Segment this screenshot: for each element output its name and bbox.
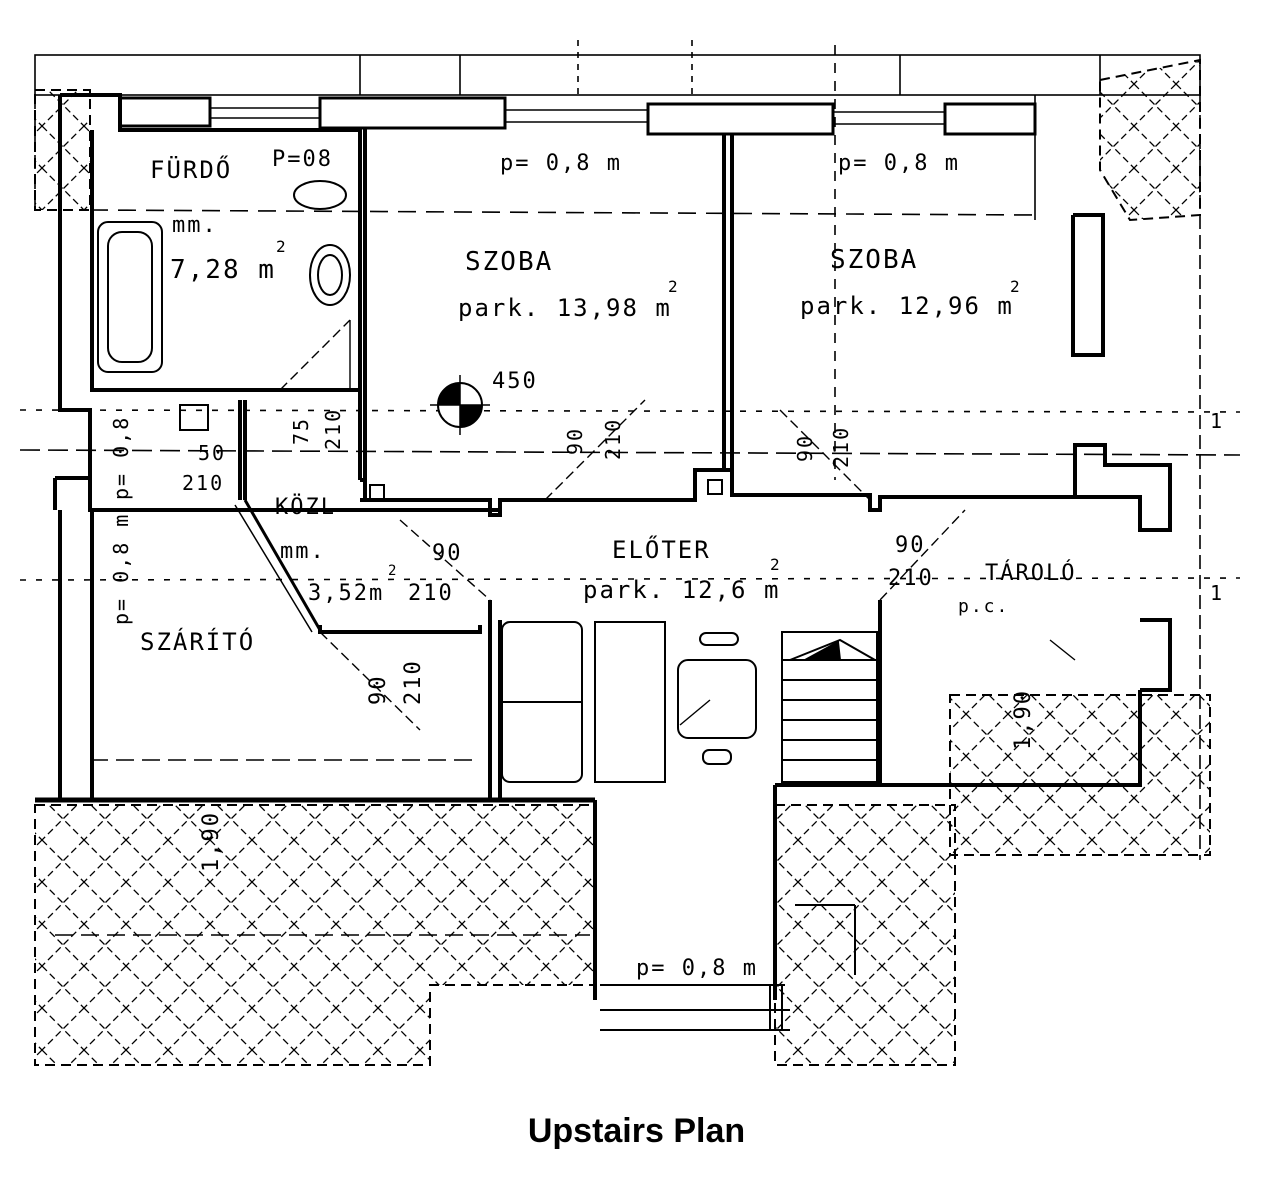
top-windows bbox=[118, 96, 1037, 136]
chimney-icon bbox=[430, 375, 490, 435]
door-height-tarolo: 210 bbox=[888, 566, 934, 591]
area-sup-eloter: 2 bbox=[770, 555, 782, 574]
floor-type-tarolo: p.c. bbox=[958, 596, 1009, 617]
toilet bbox=[179, 180, 351, 431]
walls bbox=[35, 93, 1172, 1000]
sill-height-szarito: p= 0,8 m bbox=[109, 513, 133, 625]
chimney-dimension: 450 bbox=[492, 369, 538, 394]
staircase bbox=[781, 631, 879, 783]
area-sup-szoba-1: 2 bbox=[668, 277, 680, 296]
side-mark-lower: 1 bbox=[1210, 581, 1224, 605]
area-furdo: 7,28 m bbox=[170, 255, 276, 285]
sill-height-bottom: p= 0,8 m bbox=[636, 956, 758, 981]
door-height-kozl: 210 bbox=[401, 659, 426, 705]
terrace-depth-left: 1,90 bbox=[199, 811, 224, 872]
sill-height-furdo: P=08 bbox=[272, 147, 333, 172]
bathtub bbox=[97, 221, 163, 373]
area-szoba-1: park. 13,98 m bbox=[458, 294, 672, 322]
area-sup-szoba-2: 2 bbox=[1010, 277, 1022, 296]
bottom-door bbox=[600, 904, 856, 1031]
door-height-szoba-2: 210 bbox=[829, 426, 853, 468]
side-mark-upper: 1 bbox=[1210, 409, 1224, 433]
area-sup-szarito: 2 bbox=[388, 563, 398, 579]
floor-plan: FÜRDŐ P=08 mm. 7,28 m 2 p= 0,8 m SZOBA p… bbox=[19, 40, 1241, 1066]
area-eloter: park. 12,6 m bbox=[583, 576, 780, 604]
door-width-kozl: 90 bbox=[366, 675, 391, 706]
terrace-depth-right: 1,90 bbox=[1011, 689, 1036, 750]
door-width-szoba-1: 90 bbox=[563, 427, 587, 455]
sill-height-wc: p= 0,8 bbox=[109, 416, 133, 500]
room-name-szarito: SZÁRÍTÓ bbox=[140, 626, 255, 656]
door-swings bbox=[234, 319, 1076, 731]
door-height-wc: 210 bbox=[182, 471, 224, 495]
door-height-szarito: 210 bbox=[408, 581, 454, 606]
roof-outline bbox=[19, 40, 1241, 936]
area-sup-furdo: 2 bbox=[276, 237, 288, 256]
sill-height-szoba-2: p= 0,8 m bbox=[838, 151, 960, 176]
room-name-eloter: ELŐTER bbox=[612, 534, 711, 564]
door-width-szarito: 90 bbox=[432, 541, 463, 566]
sill-height-szoba-1: p= 0,8 m bbox=[500, 151, 622, 176]
area-szarito: 3,52m bbox=[308, 581, 384, 606]
room-name-szoba-1: SZOBA bbox=[465, 247, 553, 277]
door-height-szoba-1: 210 bbox=[601, 418, 625, 460]
wardrobes bbox=[501, 621, 757, 783]
door-width-szoba-2: 90 bbox=[793, 434, 817, 462]
floor-type-szarito: mm. bbox=[280, 539, 326, 564]
door-width-bath: 75 bbox=[289, 417, 313, 445]
door-markers bbox=[369, 479, 723, 500]
door-width-tarolo: 90 bbox=[895, 533, 926, 558]
room-name-szoba-2: SZOBA bbox=[830, 245, 918, 275]
room-name-tarolo: TÁROLÓ bbox=[985, 560, 1076, 586]
door-width-wc: 50 bbox=[198, 441, 226, 465]
room-name-kozl: KÖZL bbox=[275, 494, 336, 520]
door-height-bath: 210 bbox=[321, 408, 345, 450]
area-szoba-2: park. 12,96 m bbox=[800, 292, 1014, 320]
plan-caption: Upstairs Plan bbox=[527, 1112, 746, 1150]
floor-type-furdo: mm. bbox=[172, 213, 218, 238]
room-name-furdo: FÜRDŐ bbox=[150, 154, 232, 184]
